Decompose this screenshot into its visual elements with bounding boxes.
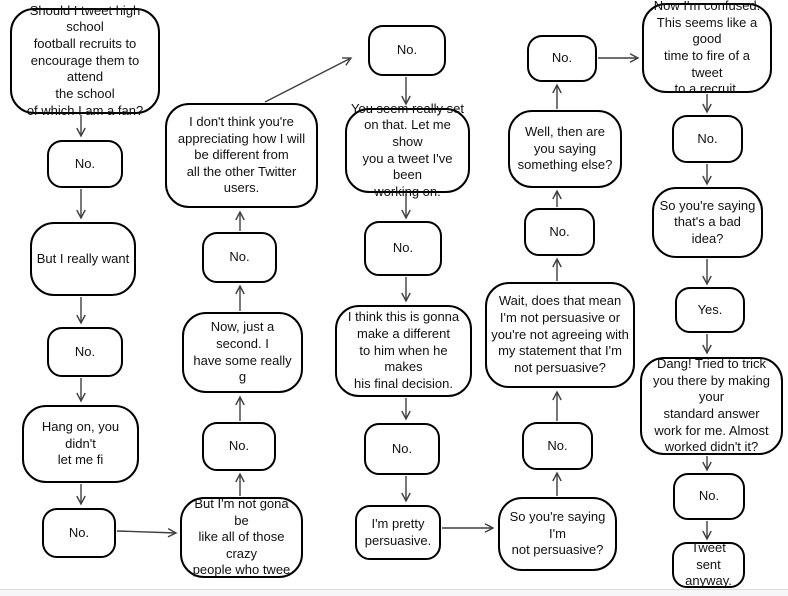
arrowhead <box>702 103 712 114</box>
arrowhead <box>167 527 178 538</box>
arrowhead <box>76 209 86 220</box>
arrowhead <box>76 495 86 506</box>
arrowhead <box>401 410 411 421</box>
flow-node-d5: No. <box>522 422 593 470</box>
arrowhead <box>702 461 712 472</box>
flow-node-d6: So you're saying I'm not persuasive? <box>498 497 617 571</box>
flow-node-e7: Tweet sent anyway. <box>672 540 745 588</box>
flow-node-e3: So you're saying that's a bad idea? <box>652 187 763 258</box>
arrowhead <box>702 530 712 541</box>
arrowhead <box>702 344 712 355</box>
flow-node-d1: No. <box>527 35 597 82</box>
flow-node-c4: I think this is gonna make a different t… <box>335 305 472 397</box>
arrowhead <box>76 127 86 138</box>
arrowhead <box>484 523 495 533</box>
flow-node-a2: No. <box>47 140 123 188</box>
flow-node-b2: No. <box>202 232 277 283</box>
arrowhead <box>401 492 411 503</box>
flow-node-e4: Yes. <box>675 287 745 333</box>
arrowhead <box>552 390 562 401</box>
flow-node-a1: Should I tweet high school football recr… <box>10 3 160 118</box>
arrowhead <box>76 314 86 325</box>
arrowhead <box>702 175 712 186</box>
arrowhead <box>702 275 712 286</box>
arrowhead <box>235 210 245 221</box>
flow-node-e6: No. <box>673 473 745 520</box>
arrowhead <box>235 472 245 483</box>
flow-node-e2: No. <box>672 115 743 163</box>
flow-node-c1: No. <box>368 25 446 76</box>
flow-node-c3: No. <box>364 221 442 276</box>
flow-node-e1: Now I'm confused. This seems like a good… <box>642 0 772 96</box>
arrowhead <box>341 57 353 66</box>
window-bottom-strip <box>0 589 788 596</box>
flow-node-a5: Hang on, you didn't let me fi <box>22 405 139 483</box>
flow-node-c2: You seem really set on that. Let me show… <box>345 101 470 199</box>
arrowhead <box>552 83 562 94</box>
flow-node-b1: I don't think you're appreciating how I … <box>165 103 318 208</box>
arrowhead <box>401 292 411 303</box>
flow-node-d2: Well, then are you saying something else… <box>508 110 622 188</box>
arrowhead <box>235 284 245 295</box>
arrowhead <box>552 189 562 200</box>
flow-node-d3: No. <box>524 208 595 256</box>
flow-node-b3: Now, just a second. I have some really g <box>182 312 303 393</box>
flow-node-e5: Dang! Tried to trick you there by making… <box>640 356 783 455</box>
flow-node-b4: No. <box>202 422 276 471</box>
arrowhead <box>401 209 411 220</box>
flow-node-d4: Wait, does that mean I'm not persuasive … <box>485 282 635 388</box>
flow-node-a3: But I really want <box>30 222 136 296</box>
flow-node-a4: No. <box>47 327 123 377</box>
arrowhead <box>76 392 86 403</box>
arrowhead <box>235 395 245 406</box>
arrowhead <box>629 53 640 63</box>
flow-node-c6: I'm pretty persuasive. <box>355 505 441 560</box>
arrowhead <box>552 471 562 482</box>
flow-node-c5: No. <box>364 423 440 475</box>
flow-node-a6: No. <box>42 508 116 558</box>
arrowhead <box>552 257 562 268</box>
flow-node-b5: But I'm not gona be like all of those cr… <box>180 496 303 578</box>
